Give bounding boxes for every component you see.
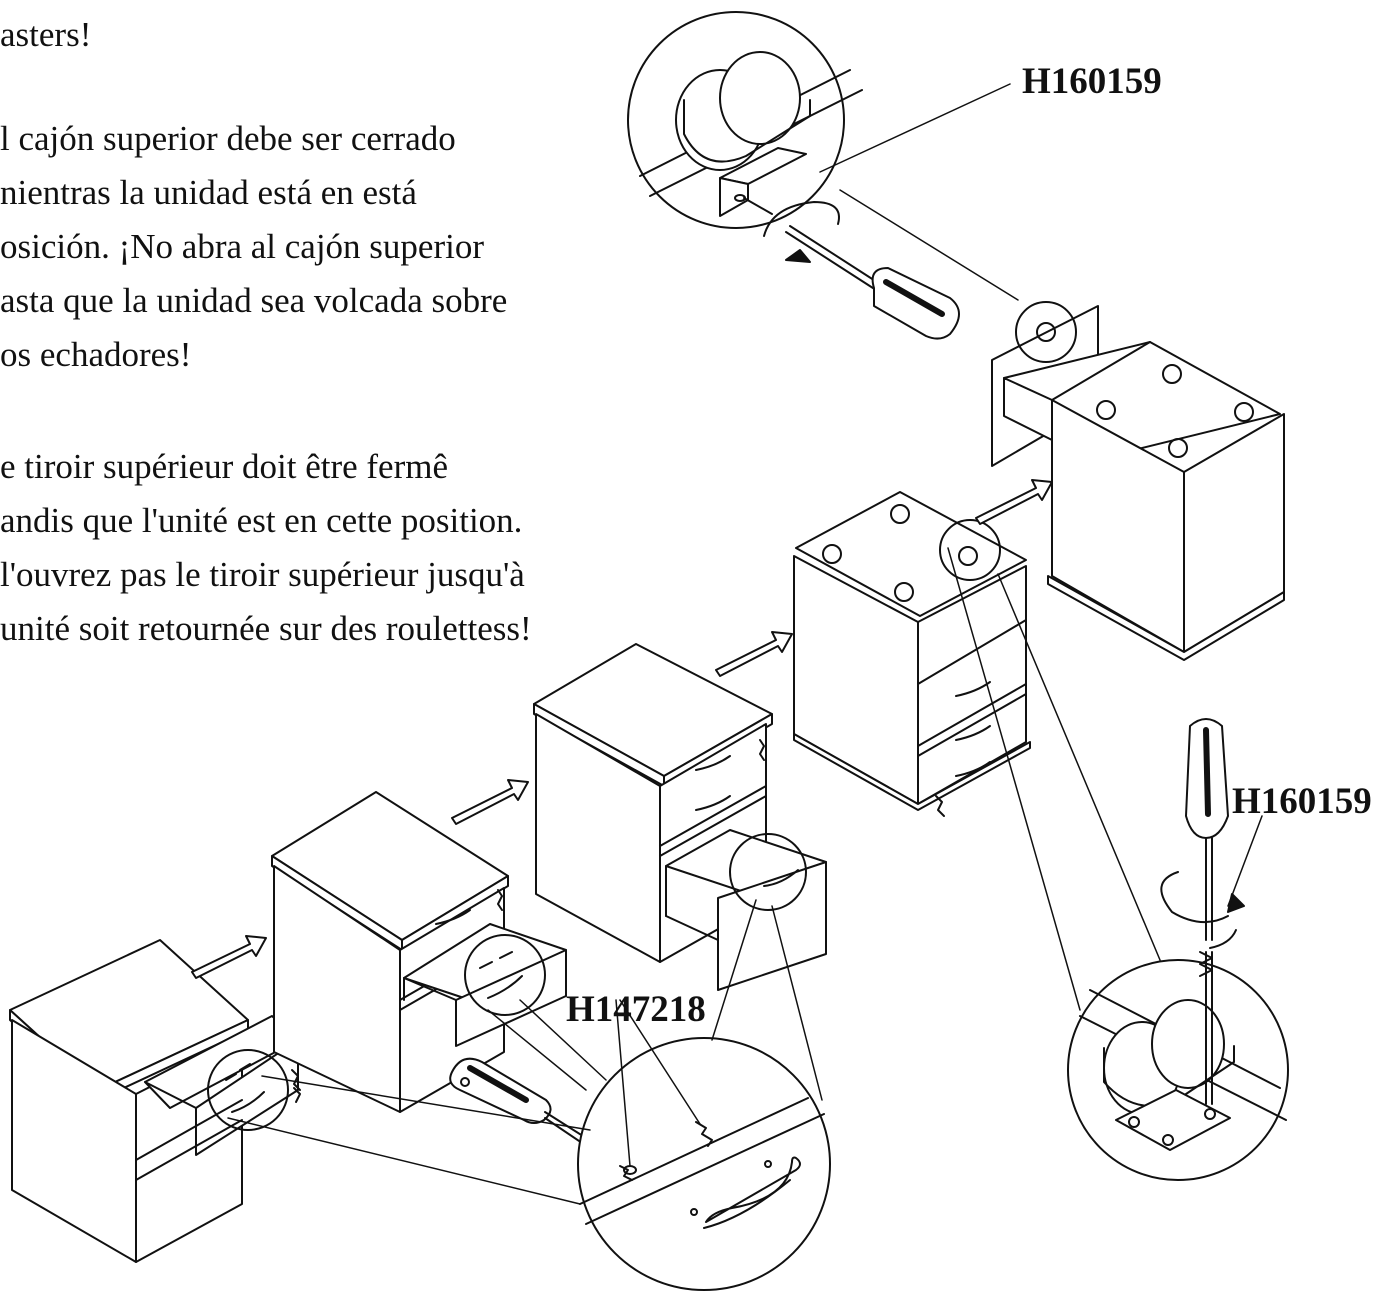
caster-icon	[822, 544, 842, 564]
instruction-spanish-line: l cajón superior debe ser cerrado	[0, 119, 456, 158]
instruction-french-line: unité soit retournée sur des roulettess!	[0, 609, 532, 648]
zoom-detail-top-caster	[627, 11, 960, 340]
step-arrow-4	[975, 479, 1053, 525]
cabinet-step-3	[533, 643, 827, 991]
instruction-english-tail: asters!	[0, 15, 92, 54]
caster-icon	[1234, 402, 1254, 422]
rotation-arrow-icon	[763, 201, 840, 237]
zoom-detail-handle	[577, 1037, 831, 1291]
cabinet-step-2	[271, 791, 567, 1113]
leader-lines	[227, 83, 1263, 1205]
cabinet-step-1	[9, 939, 301, 1263]
instruction-french-line: andis que l'unité est en cette position.	[0, 501, 523, 540]
instruction-spanish-line: osición. ¡No abra al cajón superior	[0, 227, 485, 266]
caster-icon	[1036, 322, 1056, 342]
part-label-right-caster: H160159	[1232, 781, 1372, 822]
instruction-spanish-line: asta que la unidad sea volcada sobre	[0, 281, 508, 320]
cabinet-step-4	[793, 491, 1031, 817]
step-arrow-1	[191, 935, 267, 979]
detail-circle-step-4	[939, 519, 1001, 581]
step-arrow-3	[715, 631, 793, 677]
instruction-spanish-line: os echadores!	[0, 335, 192, 374]
screwdriver-icon	[871, 267, 960, 340]
instruction-spanish-line: nientras la unidad está en está	[0, 173, 417, 212]
instruction-french-line: e tiroir supérieur doit être fermê	[0, 447, 448, 486]
cabinet-step-5	[991, 301, 1285, 661]
detail-circle-step-5	[1015, 301, 1077, 363]
part-label-top-caster: H160159	[1022, 61, 1162, 102]
caster-icon	[894, 582, 914, 602]
screwdriver-vertical-icon	[1160, 718, 1245, 977]
part-label-handle-screw: H147218	[566, 989, 706, 1030]
detail-circle-step-2	[464, 934, 546, 1016]
caster-icon	[1168, 438, 1188, 458]
caster-icon	[1096, 400, 1116, 420]
step-arrow-2	[451, 779, 529, 825]
caster-icon	[890, 504, 910, 524]
detail-circle-step-3	[729, 833, 807, 911]
rotation-arrow-icon	[1160, 871, 1229, 923]
instruction-french-line: l'ouvrez pas le tiroir supérieur jusqu'à	[0, 555, 525, 594]
caster-icon	[1162, 364, 1182, 384]
caster-icon	[958, 546, 978, 566]
zoom-detail-right-caster	[1067, 951, 1289, 1181]
detail-circle-step-1	[207, 1049, 289, 1131]
